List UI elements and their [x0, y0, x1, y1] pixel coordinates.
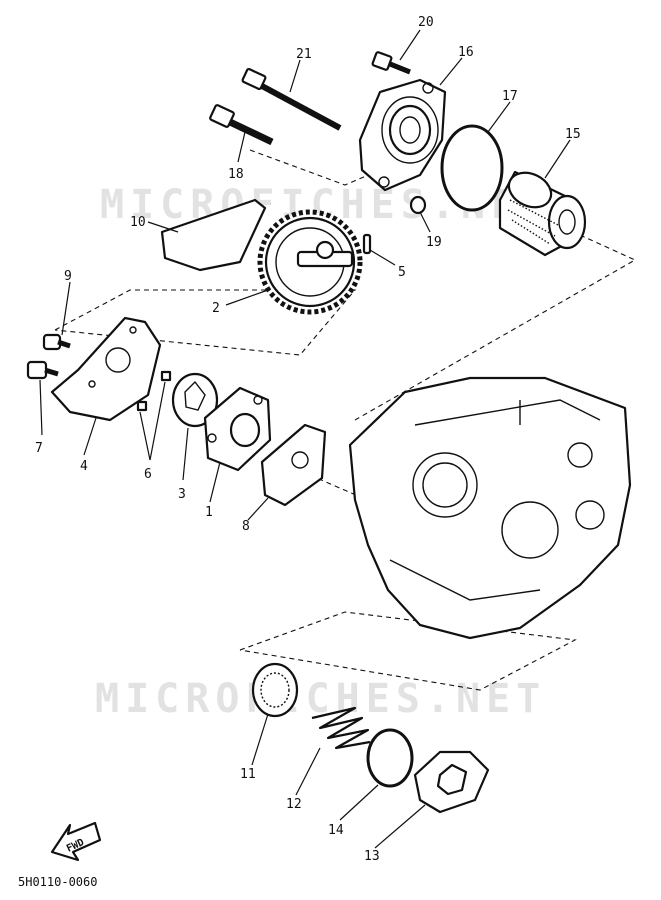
pump-housing-part	[203, 386, 272, 472]
callout-5: 5	[398, 265, 406, 280]
assembly-line-strainer	[239, 611, 577, 691]
dowel-pin-part	[362, 233, 372, 255]
oil-strainer-part	[251, 662, 299, 718]
callout-19: 19	[426, 235, 442, 250]
callout-14: 14	[328, 823, 344, 838]
gasket-part	[260, 423, 327, 507]
pin-6a-part	[160, 370, 172, 382]
callout-18: 18	[228, 167, 244, 182]
callout-21: 21	[296, 47, 312, 62]
long-bolt-part	[241, 67, 342, 131]
callout-9: 9	[64, 269, 72, 284]
small-bolt-part	[371, 51, 411, 75]
callout-10: 10	[130, 215, 146, 230]
callout-11: 11	[240, 767, 256, 782]
leader-lines	[39, 29, 571, 849]
oil-filter-element-part	[498, 170, 587, 257]
callout-1: 1	[205, 505, 213, 520]
callout-8: 8	[242, 519, 250, 534]
pump-rotor-part	[171, 372, 219, 428]
filter-cover-part	[358, 78, 447, 192]
short-bolt-part	[209, 104, 274, 146]
compression-spring-part	[311, 706, 371, 750]
drain-plug-part	[413, 750, 490, 814]
pin-6b-part	[136, 400, 148, 412]
callout-3: 3	[178, 487, 186, 502]
callout-20: 20	[418, 15, 434, 30]
large-o-ring-part	[440, 124, 504, 212]
screw-7-part	[26, 360, 59, 380]
pump-drive-gear-part	[257, 209, 363, 315]
callout-4: 4	[80, 459, 88, 474]
assembly-line-pump	[54, 289, 357, 356]
drain-o-ring-part	[366, 728, 414, 788]
oil-guide-plate-part	[160, 198, 267, 272]
callout-16: 16	[458, 45, 474, 60]
crankcase-part	[348, 376, 632, 640]
callout-15: 15	[565, 127, 581, 142]
diagram-code: 5H0110-0060	[18, 875, 97, 889]
callout-6: 6	[144, 467, 152, 482]
fwd-arrow-icon: FWD	[50, 821, 102, 862]
callout-17: 17	[502, 89, 518, 104]
small-o-ring-part	[409, 195, 427, 215]
assembly-line-filter	[354, 234, 637, 421]
callout-7: 7	[35, 441, 43, 456]
watermark-bottom: MICROFICHES.NET	[95, 676, 546, 722]
callout-2: 2	[212, 301, 220, 316]
callout-12: 12	[286, 797, 302, 812]
callout-13: 13	[364, 849, 380, 864]
pump-cover-part	[50, 316, 162, 422]
screw-9-part	[42, 333, 71, 351]
